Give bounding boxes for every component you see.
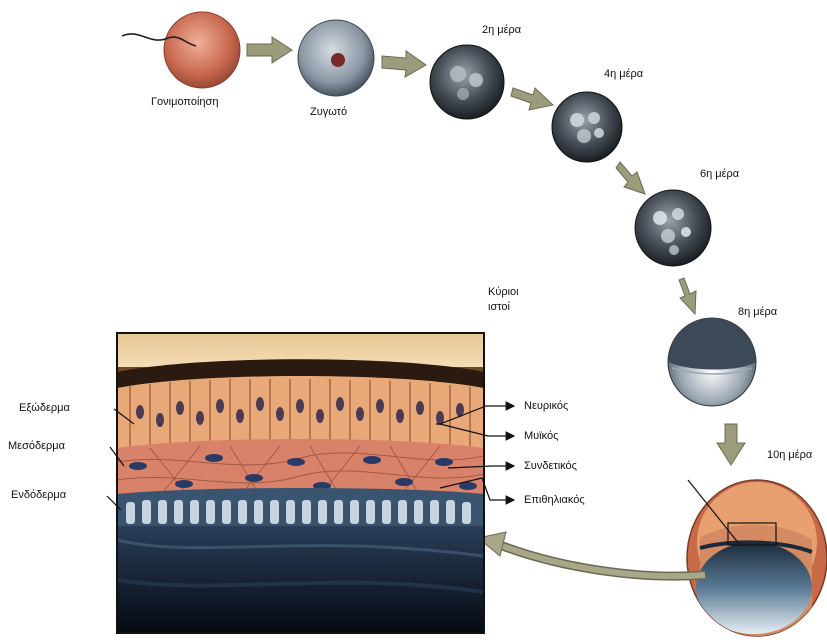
- label-day6: 6η μέρα: [700, 168, 739, 181]
- day4-cell: [552, 92, 622, 162]
- label-epithelial-tissue: Επιθηλιακός: [524, 494, 585, 507]
- label-zygote: Ζυγωτό: [310, 106, 347, 119]
- main-tissues-heading-line1: Κύριοι: [488, 286, 519, 299]
- detail-arrow: [478, 532, 705, 576]
- label-nervous-tissue: Νευρικός: [524, 400, 568, 413]
- label-day8: 8η μέρα: [738, 306, 777, 319]
- label-connective-tissue: Συνδετικός: [524, 460, 577, 473]
- day2-cell: [430, 45, 504, 119]
- label-fertilization: Γονιμοποίηση: [151, 96, 218, 109]
- label-endoderm: Ενδόδερμα: [11, 489, 66, 502]
- label-muscle-tissue: Μυϊκός: [524, 430, 558, 443]
- label-day10: 10η μέρα: [767, 449, 812, 462]
- label-ectoderm: Εξώδερμα: [19, 402, 70, 415]
- label-mesoderm: Μεσόδερμα: [8, 440, 65, 453]
- label-day2: 2η μέρα: [482, 24, 521, 37]
- label-day4: 4η μέρα: [604, 68, 643, 81]
- day8-cell: [668, 318, 756, 406]
- zygote-cell: [298, 20, 374, 96]
- day6-cell: [635, 190, 711, 266]
- fertilization-cell: [122, 12, 240, 88]
- main-tissues-heading-line2: ιστοί: [488, 301, 510, 314]
- day10-embryo: [687, 480, 827, 640]
- tissue-detail-panel: [117, 333, 484, 633]
